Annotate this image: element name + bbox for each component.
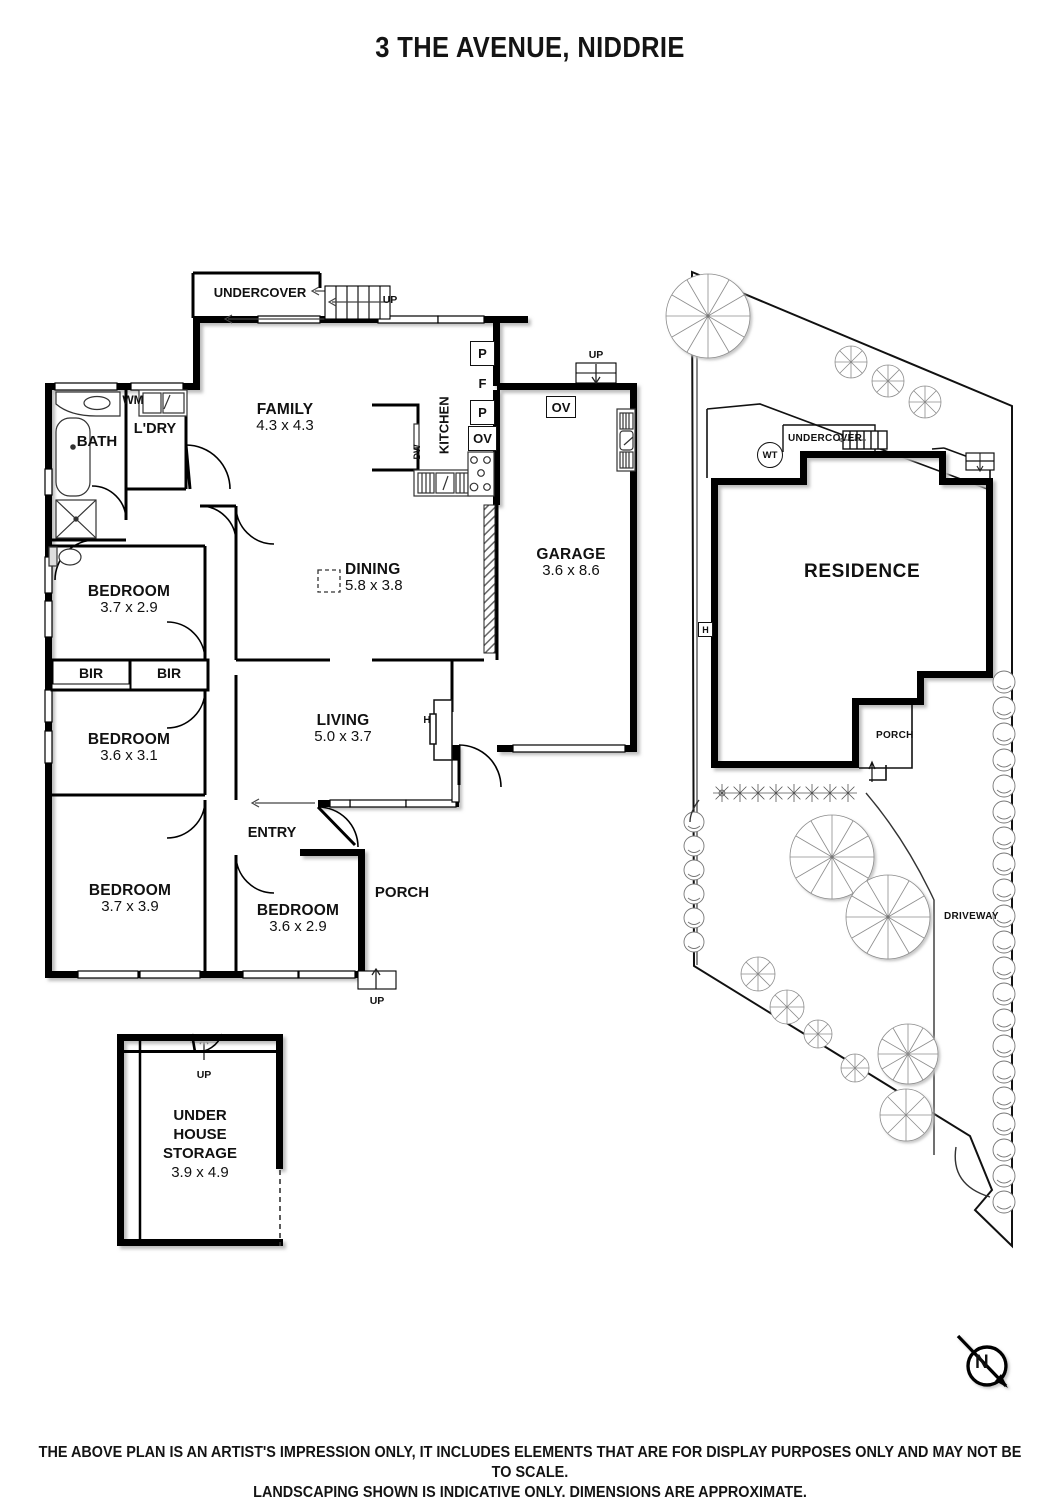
trees (665, 273, 942, 1142)
robe-label-2: BIR (156, 665, 182, 681)
stair-marker-storage: UP (196, 1069, 212, 1081)
room-label-family: FAMILY 4.3 x 4.3 (256, 401, 314, 435)
disclaimer-footer: THE ABOVE PLAN IS AN ARTIST'S IMPRESSION… (37, 1443, 1023, 1503)
room-label-porch: PORCH (374, 884, 430, 901)
site-label-porch: PORCH (876, 730, 914, 741)
site-label-driveway: DRIVEWAY (944, 911, 999, 922)
compass-rose (956, 1334, 1008, 1388)
stair-marker-porch: UP (369, 995, 385, 1007)
fridge-label: F (478, 375, 487, 391)
stair-arrow-undercover (327, 297, 388, 307)
pantry-box-2: P (470, 400, 495, 425)
residence-footprint (711, 451, 993, 768)
oven-box-garage: OV (546, 396, 576, 418)
oven-box-kitchen: OV (468, 426, 497, 451)
dishwasher-label: DW (411, 444, 422, 460)
room-label-dining: DINING 5.8 x 3.8 (345, 561, 403, 595)
stair-marker-garage: UP (588, 349, 604, 361)
bath-fixtures (48, 391, 121, 567)
page-title: 3 THE AVENUE, NIDDRIE (375, 32, 685, 64)
door-swings (54, 444, 502, 894)
room-label-bedroom-1: BEDROOM 3.7 x 2.9 (87, 583, 171, 617)
pantry-box-1: P (470, 341, 495, 366)
under-house-storage-walls (117, 1033, 283, 1246)
room-label-bedroom-2: BEDROOM 3.6 x 3.1 (87, 731, 171, 765)
living-heater-unit (429, 699, 453, 761)
room-label-bedroom-4: BEDROOM 3.6 x 2.9 (256, 902, 340, 936)
kitchen-fixtures (413, 423, 495, 497)
site-undercover (782, 424, 888, 452)
hedge-right (992, 670, 1016, 1214)
water-tank-marker: WT (757, 442, 783, 468)
living-heater-label: H (423, 715, 431, 726)
compass-north-label: N (975, 1352, 989, 1373)
undercover-text: UNDERCOVER (213, 285, 307, 300)
room-label-undercover: UNDERCOVER (205, 285, 315, 301)
room-label-living: LIVING 5.0 x 3.7 (314, 712, 372, 746)
room-label-kitchen: KITCHEN (436, 396, 452, 455)
room-label-bath: BATH (76, 433, 118, 450)
disclaimer-line-2: LANDSCAPING SHOWN IS INDICATIVE ONLY. DI… (253, 1484, 807, 1501)
dining-floor-marker (317, 569, 341, 593)
disclaimer-line-1: THE ABOVE PLAN IS AN ARTIST'S IMPRESSION… (38, 1444, 1022, 1481)
site-label-residence: RESIDENCE (804, 561, 921, 582)
site-heater-marker: H (698, 622, 713, 637)
site-label-undercover: UNDERCOVER (788, 433, 863, 444)
washing-machine-label: WM (122, 393, 144, 407)
stair-marker-undercover: UP (382, 294, 398, 306)
porch-outline (859, 705, 913, 782)
driveway-edge (865, 792, 935, 1155)
party-wall-hatched (483, 504, 496, 654)
garage-trough (616, 408, 636, 472)
hedge-left (683, 811, 705, 953)
room-label-laundry: L'DRY (133, 421, 177, 437)
shrub-row (713, 784, 857, 802)
site-garage-stair (965, 452, 995, 473)
room-label-bedroom-3: BEDROOM 3.7 x 3.9 (88, 882, 172, 916)
room-label-entry: ENTRY (247, 825, 297, 841)
driveway-entry (689, 799, 991, 1198)
room-label-garage: GARAGE 3.6 x 8.6 (536, 546, 606, 580)
laundry-fixtures (138, 389, 188, 417)
interior-walls (48, 271, 499, 975)
robe-label-1: BIR (78, 665, 104, 681)
windows (44, 315, 626, 979)
room-label-under-house-storage: UNDER HOUSE STORAGE 3.9 x 4.9 (163, 1107, 237, 1181)
built-in-robes (50, 658, 210, 692)
site-boundary (690, 270, 1013, 1249)
